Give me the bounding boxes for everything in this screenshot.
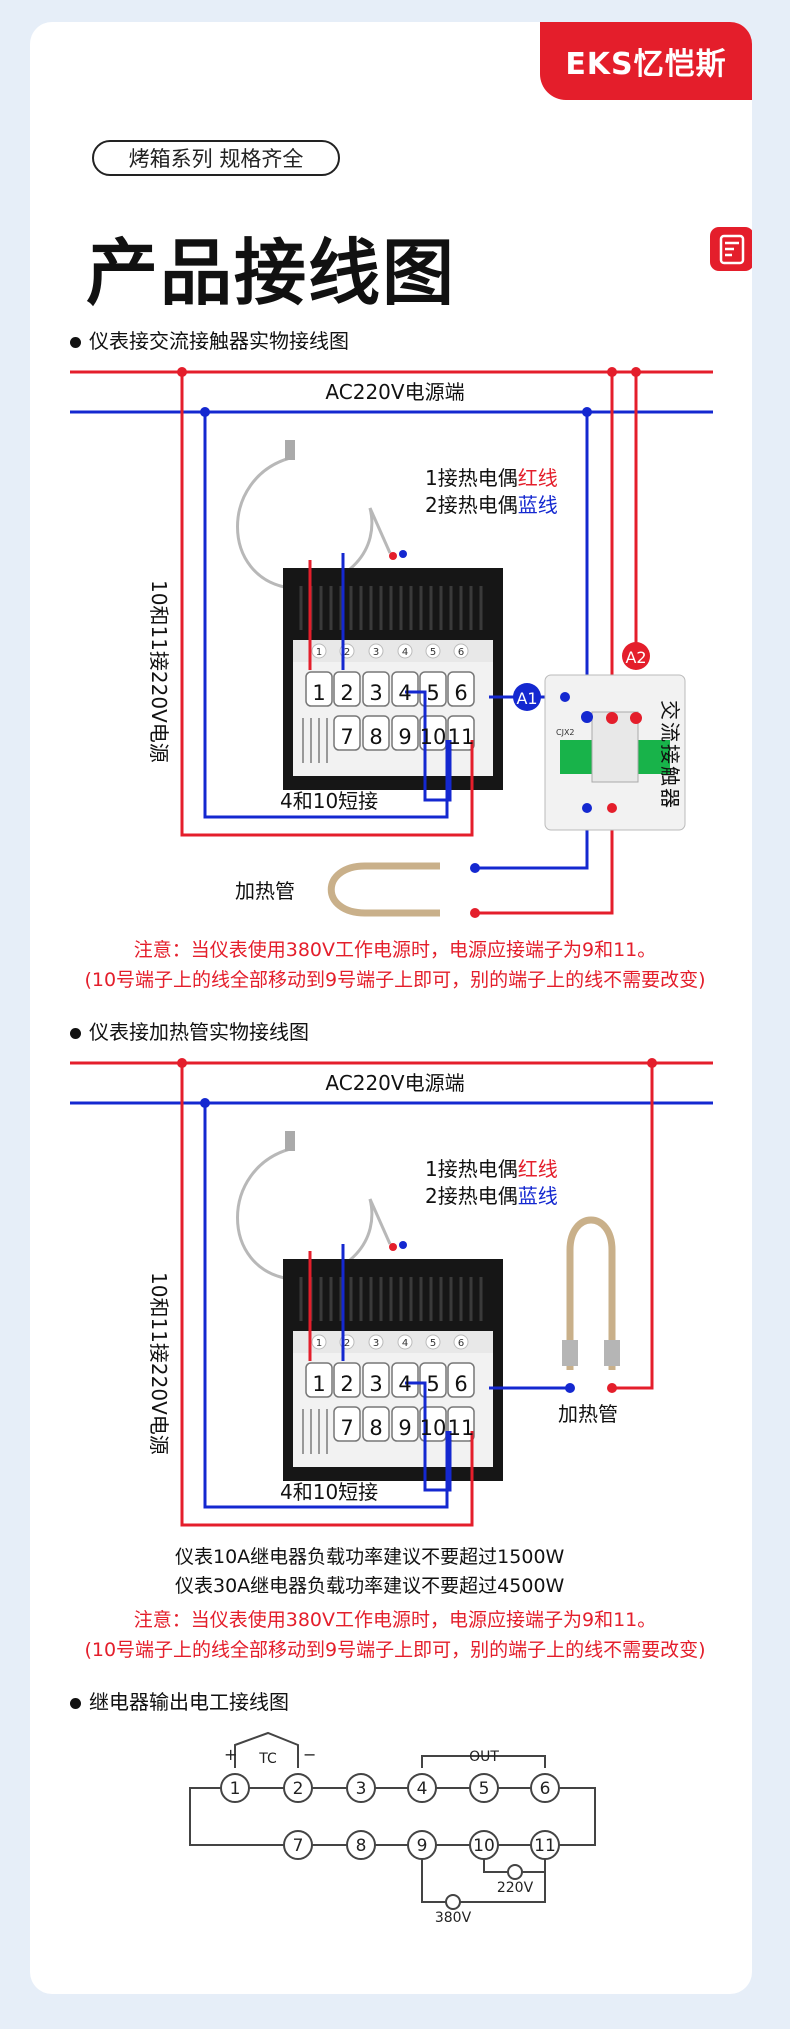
out-label: OUT: [469, 1749, 499, 1765]
heater-1: [327, 862, 480, 918]
diagram2: AC220V电源端 1接热电偶红线 2接热电偶蓝线 10和11接220V电源 加…: [70, 1058, 713, 1661]
svg-text:1: 1: [312, 1372, 325, 1396]
note1-line2: (10号端子上的线全部移动到9号端子上即可，别的端子上的线不需要改变): [84, 969, 705, 991]
tc-blue-label-1: 2接热电偶蓝线: [425, 493, 558, 517]
note2-line2: (10号端子上的线全部移动到9号端子上即可，别的端子上的线不需要改变): [84, 1639, 705, 1661]
power-label-2: AC220V电源端: [325, 1071, 464, 1095]
tc-red-label-2: 1接热电偶红线: [425, 1157, 558, 1181]
heater-label-1: 加热管: [235, 879, 295, 903]
content-card: EKS忆恺斯 烤箱系列 规格齐全 产品接线图: [30, 22, 752, 1994]
svg-text:11: 11: [534, 1836, 556, 1856]
svg-text:3: 3: [356, 1779, 367, 1799]
short-label-2: 4和10短接: [280, 1480, 378, 1504]
svg-text:7: 7: [293, 1836, 304, 1856]
svg-text:9: 9: [398, 1416, 411, 1440]
diagram1: AC220V电源端 1接热电偶红线 2接热电偶蓝线 10和11接220V电源 4…: [70, 367, 713, 991]
svg-text:6: 6: [454, 1372, 467, 1396]
svg-text:7: 7: [340, 725, 353, 749]
heater-label-2: 加热管: [558, 1402, 618, 1426]
contactor-device: CJX2: [544, 674, 686, 831]
tc-blue-label-2: 2接热电偶蓝线: [425, 1184, 558, 1208]
series-tag: 烤箱系列 规格齐全: [92, 140, 340, 176]
document-icon: [710, 227, 752, 271]
svg-text:8: 8: [369, 1416, 382, 1440]
svg-text:−: −: [303, 1745, 316, 1764]
svg-text:6: 6: [540, 1779, 551, 1799]
section3-nodes: 1 2 3 4 5 6 7 8 9 10 11 TC + − OUT 220V 380V: [220, 1745, 560, 1926]
svg-text:1: 1: [312, 681, 325, 705]
svg-text:9: 9: [398, 725, 411, 749]
contactor-label: 交流接触器: [658, 700, 682, 810]
page-title: 产品接线图: [86, 231, 457, 315]
svg-text:CJX2: CJX2: [556, 728, 575, 737]
diagram3: [189, 1731, 596, 1903]
svg-text:4: 4: [398, 681, 411, 705]
svg-text:9: 9: [417, 1836, 428, 1856]
a2-badge: A2: [625, 648, 646, 667]
svg-text:3: 3: [369, 1372, 382, 1396]
svg-text:1: 1: [230, 1779, 241, 1799]
brand-logo: EKS忆恺斯: [540, 22, 752, 100]
svg-text:2: 2: [293, 1779, 304, 1799]
svg-text:8: 8: [356, 1836, 367, 1856]
load-line2: 仪表30A继电器负载功率建议不要超过4500W: [175, 1575, 565, 1597]
svg-text:+: +: [224, 1745, 237, 1764]
section2-heading: 仪表接加热管实物接线图: [70, 1016, 309, 1045]
power-label-1: AC220V电源端: [325, 380, 464, 404]
short-label-1: 4和10短接: [280, 789, 378, 813]
load-line1: 仪表10A继电器负载功率建议不要超过1500W: [175, 1546, 565, 1568]
controller-1: [281, 566, 505, 792]
controller-2: [281, 1257, 505, 1483]
svg-text:10: 10: [473, 1836, 495, 1856]
svg-text:4: 4: [417, 1779, 428, 1799]
svg-text:10: 10: [420, 1416, 447, 1440]
vertical-label-1: 10和11接220V电源: [147, 580, 171, 763]
vertical-label-2: 10和11接220V电源: [147, 1272, 171, 1455]
tc-label: TC: [258, 1751, 277, 1767]
svg-text:2: 2: [340, 681, 353, 705]
svg-text:3: 3: [369, 681, 382, 705]
note1-line1: 注意：当仪表使用380V工作电源时，电源应接端子为9和11。: [134, 939, 657, 961]
svg-text:5: 5: [426, 681, 439, 705]
svg-text:11: 11: [448, 725, 475, 749]
svg-text:5: 5: [479, 1779, 490, 1799]
svg-text:4: 4: [398, 1372, 411, 1396]
v220-label: 220V: [497, 1880, 534, 1896]
svg-text:8: 8: [369, 725, 382, 749]
svg-text:5: 5: [426, 1372, 439, 1396]
note2-line1: 注意：当仪表使用380V工作电源时，电源应接端子为9和11。: [134, 1609, 657, 1631]
heater-2: [562, 1216, 620, 1393]
svg-text:10: 10: [420, 725, 447, 749]
svg-text:11: 11: [448, 1416, 475, 1440]
section1-heading: 仪表接交流接触器实物接线图: [70, 325, 349, 354]
a1-badge: A1: [516, 689, 537, 708]
svg-text:7: 7: [340, 1416, 353, 1440]
v380-label: 380V: [435, 1910, 472, 1926]
svg-text:6: 6: [454, 681, 467, 705]
svg-text:2: 2: [340, 1372, 353, 1396]
tc-red-label-1: 1接热电偶红线: [425, 466, 558, 490]
section3-heading: 继电器输出电工接线图: [70, 1686, 289, 1715]
